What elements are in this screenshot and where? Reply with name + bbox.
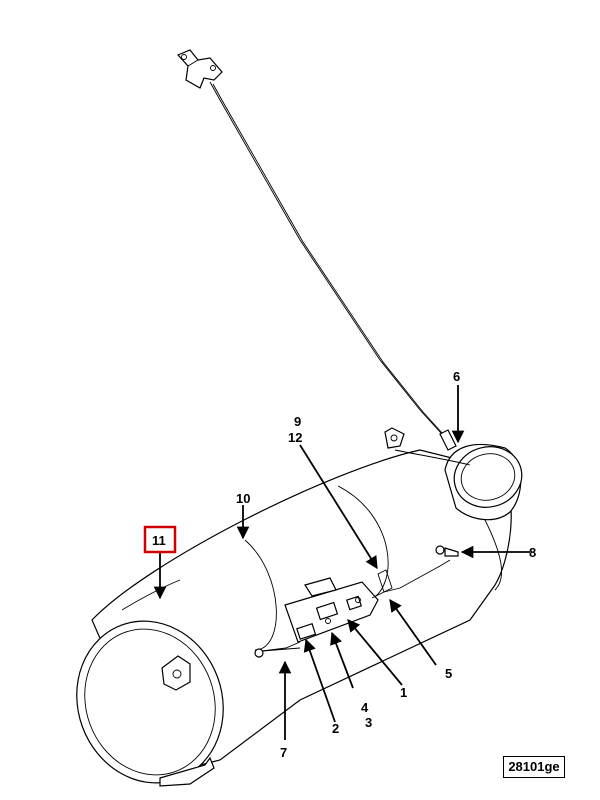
callout-5: 5 [445, 666, 452, 681]
callout-4: 4 [361, 700, 369, 715]
callout-1: 1 [400, 685, 407, 700]
callout-11-highlight [143, 525, 177, 554]
callout-2: 2 [332, 721, 339, 736]
sensor-wire [209, 81, 449, 441]
callout-3: 3 [365, 715, 372, 730]
sensor-bracket [284, 577, 379, 643]
callout-10: 10 [236, 491, 250, 506]
callout-7: 7 [280, 745, 287, 760]
leader-lines [153, 385, 530, 740]
sensor-line [371, 559, 451, 599]
callout-12: 12 [288, 430, 302, 445]
callout-11: 11 [152, 533, 166, 548]
upper-bracket [176, 49, 223, 89]
callout-6: 6 [453, 369, 460, 384]
callout-9: 9 [294, 414, 301, 429]
figure-code-label: 28101ge [503, 756, 565, 778]
callout-8: 8 [529, 545, 536, 560]
